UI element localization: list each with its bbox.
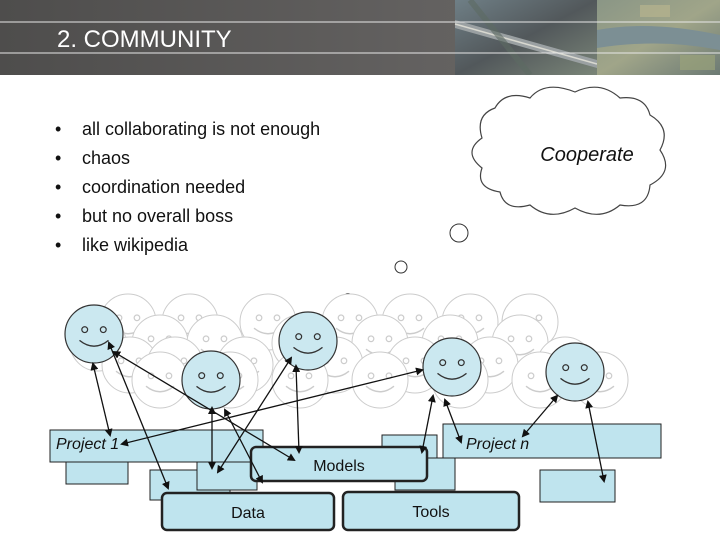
bullet-text: like wikipedia — [82, 235, 189, 255]
person-face — [545, 342, 605, 402]
models-label: Models — [313, 458, 365, 475]
header-photo-bridge — [454, 0, 598, 75]
tools-box: Tools — [341, 490, 521, 532]
slide-title: 2. COMMUNITY — [57, 26, 232, 53]
data-label: Data — [231, 505, 265, 522]
thought-cloud: Cooperate — [471, 86, 667, 215]
bullet-symbol: • — [55, 119, 62, 139]
project-n-label: Project n — [466, 436, 529, 453]
arrow — [419, 394, 436, 454]
thought-bubble-large — [449, 223, 469, 243]
thought-bubble-medium — [394, 260, 408, 274]
person-face — [181, 350, 241, 410]
bullet-text: but no overall boss — [82, 206, 234, 226]
bullet-symbol: • — [55, 235, 62, 255]
header-photo-river — [597, 0, 720, 75]
arrows — [90, 341, 607, 490]
thought-text: Cooperate — [540, 144, 633, 166]
arrow — [443, 398, 463, 444]
arrow — [90, 362, 113, 437]
arrow — [585, 400, 607, 483]
person-face — [64, 304, 124, 364]
project-1-label: Project 1 — [56, 436, 119, 453]
bullet-text: chaos — [82, 148, 131, 168]
models-box: Models — [249, 445, 429, 483]
project-n-box: Project n — [442, 423, 662, 459]
bullet-symbol: • — [55, 148, 62, 168]
person-face — [278, 311, 338, 371]
bullet-text: all collaborating is not enough — [82, 119, 321, 139]
project-1-box: Project 1 — [49, 429, 264, 463]
arrow — [120, 367, 424, 447]
person-face — [422, 337, 482, 397]
bg-box — [196, 461, 258, 491]
header-banner: 2. COMMUNITY — [0, 0, 720, 75]
data-box: Data — [160, 491, 336, 532]
bullet-symbol: • — [55, 206, 62, 226]
tools-label: Tools — [412, 504, 449, 521]
bullet-symbol: • — [55, 177, 62, 197]
bullet-text: coordination needed — [82, 177, 246, 197]
arrow — [521, 394, 559, 438]
crowd-faces — [69, 293, 629, 409]
bg-box — [539, 469, 616, 503]
